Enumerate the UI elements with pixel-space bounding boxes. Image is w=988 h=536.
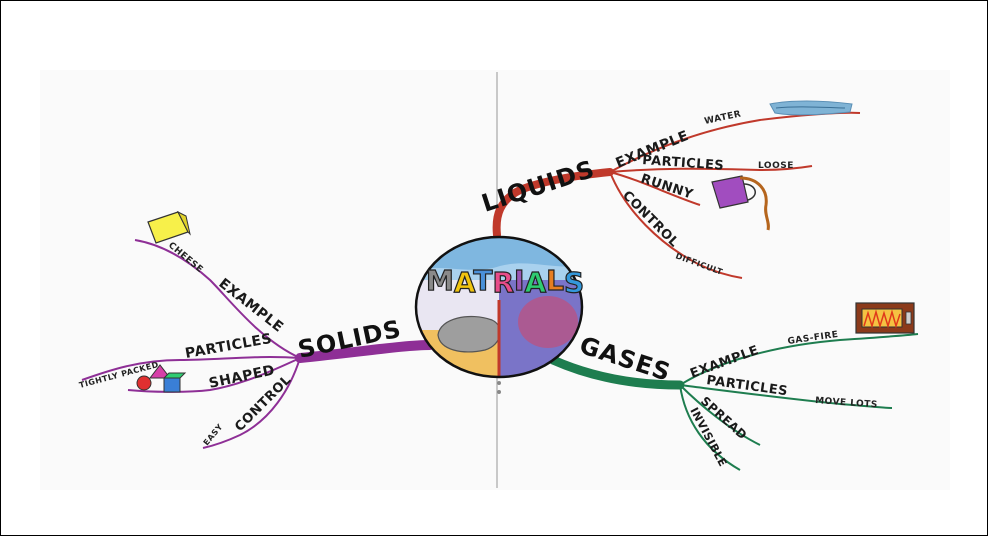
solids-main-branch	[295, 340, 435, 363]
gases-invisible-line	[679, 384, 741, 471]
liquids-particles-label: PARTICLES	[642, 153, 725, 174]
water-icon	[769, 100, 853, 116]
materials-title: MATRIALS	[426, 264, 584, 299]
materials-title-letter: A	[524, 266, 546, 299]
materials-title-letter: A	[454, 266, 476, 299]
shapes-icon	[136, 364, 187, 393]
solids-example-line	[134, 239, 301, 359]
gases-particles-value: MOVE LOTS	[815, 396, 878, 410]
materials-title-letter: M	[426, 264, 454, 297]
materials-title-letter: L	[546, 264, 564, 297]
liquids-control-line	[609, 171, 743, 279]
jug-icon	[711, 175, 770, 231]
materials-title-letter: T	[473, 264, 492, 297]
materials-title-letter: I	[514, 264, 524, 297]
liquids-runny-line	[609, 171, 701, 206]
materials-circle-outline	[414, 235, 584, 379]
solids-control-line	[202, 357, 301, 449]
gases-example-line	[679, 333, 919, 386]
gases-main-branch	[548, 355, 685, 390]
solids-particles-line	[81, 356, 301, 381]
drip-icon	[497, 381, 501, 394]
cheese-icon	[147, 210, 191, 244]
liquids-particles-value: LOOSE	[758, 161, 794, 171]
liquids-particles-line	[609, 165, 813, 173]
gas-fire-icon	[855, 302, 915, 334]
gases-spread-line	[679, 384, 761, 446]
materials-title-letter: R	[492, 266, 514, 299]
gases-particles-line	[679, 384, 893, 409]
liquids-main-branch	[492, 168, 614, 239]
materials-title-letter: S	[564, 266, 584, 299]
solids-shaped-line	[127, 357, 301, 393]
